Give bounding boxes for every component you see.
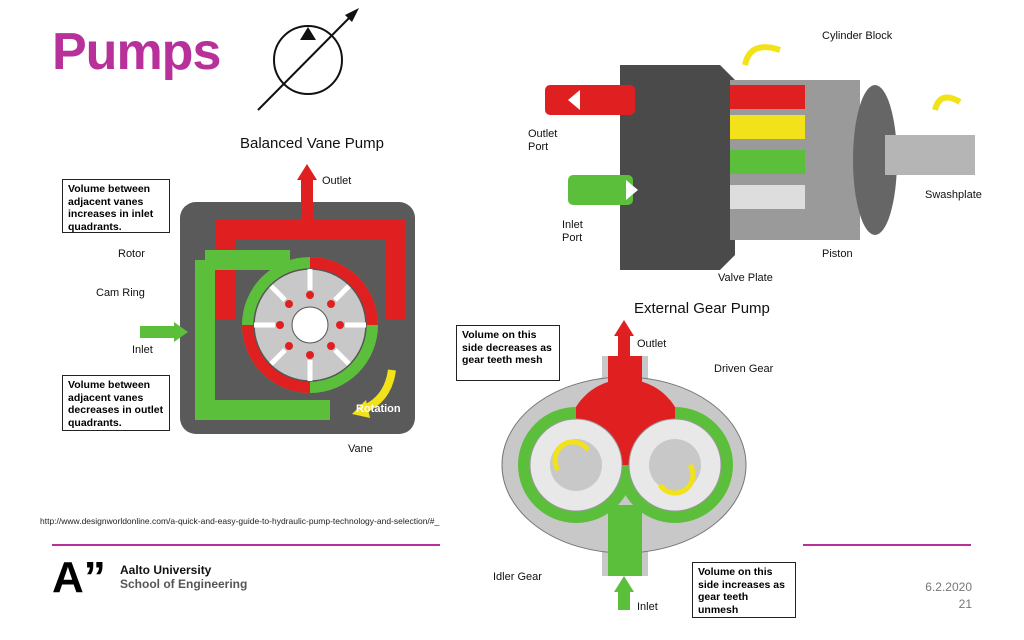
vane-cam-ring-label: Cam Ring — [96, 287, 145, 299]
vane-note-inlet: Volume between adjacent vanes increases … — [62, 179, 170, 233]
driven-gear-label: Driven Gear — [714, 363, 774, 375]
gear-inlet-label: Inlet — [637, 601, 658, 613]
footer-rule-left — [52, 544, 440, 546]
footer-rule-right — [803, 544, 971, 546]
gear-outlet-label: Outlet — [637, 338, 667, 350]
source-url[interactable]: http://www.designworldonline.com/a-quick… — [40, 516, 440, 526]
pump-symbol-icon — [257, 8, 359, 111]
gear-note-unmesh: Volume on this side increases as gear te… — [692, 562, 796, 618]
inlet-port-label: Inlet Port — [562, 219, 583, 244]
cylinder-block-label: Cylinder Block — [822, 30, 893, 42]
aalto-logo: A” — [52, 553, 106, 602]
gear-pump-diagram — [501, 320, 747, 610]
vane-pump-title: Balanced Vane Pump — [240, 135, 384, 152]
gear-note-mesh: Volume on this side decreases as gear te… — [456, 325, 560, 381]
vane-inlet-label: Inlet — [132, 344, 153, 356]
page-number: 21 — [958, 597, 972, 611]
outlet-port-label: Outlet Port — [528, 128, 558, 153]
vane-rotation-label: Rotation — [356, 403, 401, 415]
slide-title: Pumps — [52, 23, 221, 81]
valve-plate-label: Valve Plate — [718, 272, 773, 284]
vane-rotor-label: Rotor — [118, 248, 145, 260]
org-school: School of Engineering — [120, 577, 248, 591]
gear-pump-title: External Gear Pump — [634, 300, 770, 317]
piston-label: Piston — [822, 248, 853, 260]
vane-outlet-label: Outlet — [322, 175, 352, 187]
vane-pump-diagram — [140, 164, 415, 434]
slide-date: 6.2.2020 — [925, 580, 972, 594]
idler-gear-label: Idler Gear — [493, 571, 542, 583]
vane-note-outlet: Volume between adjacent vanes decreases … — [62, 375, 170, 431]
swashplate-label: Swashplate — [925, 189, 982, 201]
org-name: Aalto University — [120, 563, 212, 577]
vane-label: Vane — [348, 443, 373, 455]
piston-pump-diagram — [545, 44, 975, 270]
